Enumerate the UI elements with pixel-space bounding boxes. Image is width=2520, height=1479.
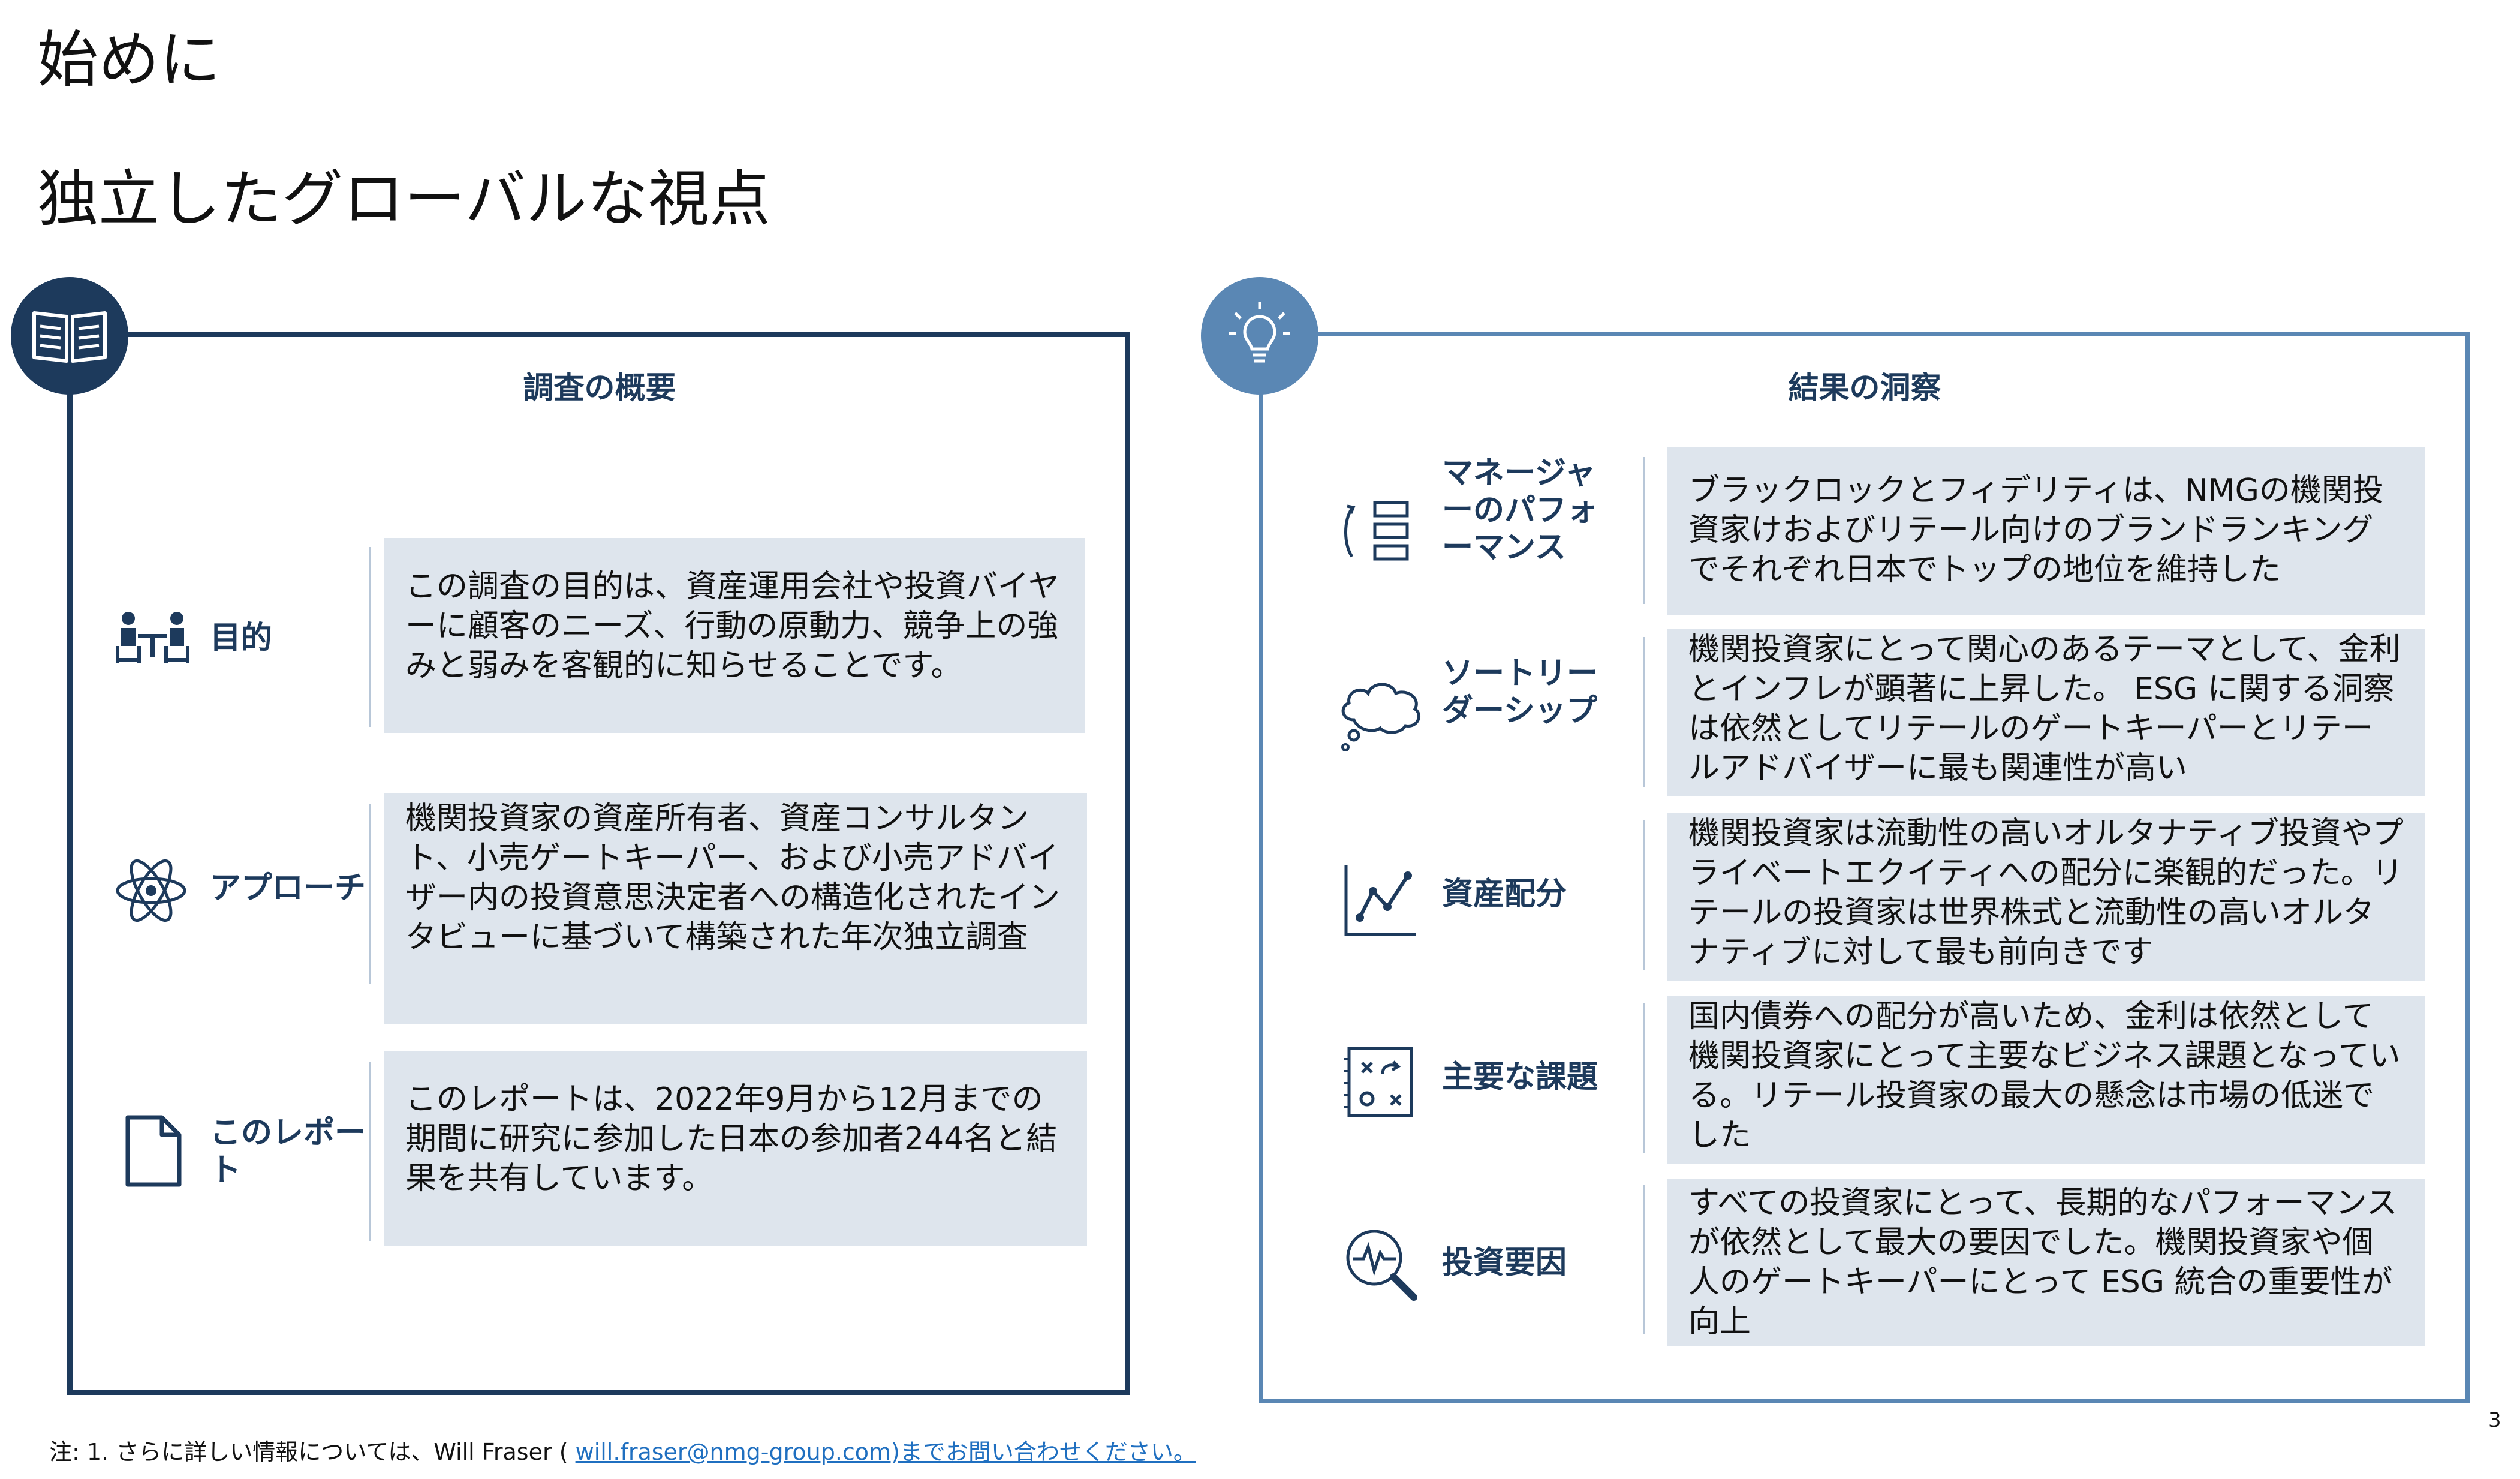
left-panel-heading: 調査の概要 xyxy=(523,371,676,406)
row-label-key-issues: 主要な課題 xyxy=(1442,1059,1598,1095)
manager-performance-textbox: ブラックロックとフィデリティは、NMGの機関投資家けおよびリテール向けのブランド… xyxy=(1667,447,2425,615)
footnote: 注: 1. さらに詳しい情報については、Will Fraser ( will.f… xyxy=(49,1433,1196,1466)
lightbulb-icon xyxy=(1201,277,1318,395)
this-report-textbox: このレポートは、2022年9月から12月までの期間に研究に参加した日本の参加者2… xyxy=(384,1051,1087,1246)
line-chart-icon xyxy=(1343,862,1418,940)
row-label-approach: アプローチ xyxy=(210,870,366,906)
divider xyxy=(369,547,371,727)
atom-icon xyxy=(115,852,187,932)
row-label-purpose: 目的 xyxy=(210,620,273,656)
key-issues-textbox: 国内債券への配分が高いため、金利は依然として機関投資家にとって主要なビジネス課題… xyxy=(1667,996,2425,1164)
purpose-textbox: この調査の目的は、資産運用会社や投資バイヤーに顧客のニーズ、行動の原動力、競争上… xyxy=(384,538,1085,733)
divider xyxy=(369,804,371,984)
divider xyxy=(1643,457,1645,604)
divider xyxy=(1643,820,1645,970)
divider xyxy=(1643,637,1645,787)
asset-allocation-textbox: 機関投資家は流動性の高いオルタナティブ投資やプライベートエクイティへの配分に楽観… xyxy=(1667,813,2425,981)
meeting-icon xyxy=(115,609,190,668)
document-icon xyxy=(125,1114,182,1190)
divider xyxy=(1643,1185,1645,1334)
page-subtitle: 独立したグローバルな視点 xyxy=(37,164,770,235)
right-panel-heading: 結果の洞察 xyxy=(1788,371,1941,406)
strategy-board-icon xyxy=(1343,1045,1415,1122)
contact-email-link[interactable]: will.fraser@nmg-group.com)までお問い合わせください。 xyxy=(575,1439,1196,1465)
thought-cloud-icon xyxy=(1336,672,1426,758)
footnote-text: 注: 1. さらに詳しい情報については、Will Fraser ( xyxy=(49,1439,576,1465)
investment-drivers-textbox: すべての投資家にとって、長期的なパフォーマンスが依然として最大の要因でした。機関… xyxy=(1667,1179,2425,1346)
approach-textbox: 機関投資家の資産所有者、資産コンサルタント、小売ゲートキーパー、および小売アドバ… xyxy=(384,793,1087,1024)
row-label-manager-performance: マネージャーのパフォーマンス xyxy=(1442,455,1598,566)
ranking-icon xyxy=(1340,497,1412,571)
page-title: 始めに xyxy=(37,25,221,96)
row-label-investment-drivers: 投資要因 xyxy=(1442,1245,1567,1281)
row-label-this-report: このレポート xyxy=(210,1115,366,1188)
row-label-asset-allocation: 資産配分 xyxy=(1442,876,1567,912)
magnifier-pulse-icon xyxy=(1343,1227,1418,1304)
divider xyxy=(1643,1003,1645,1153)
thought-leadership-textbox: 機関投資家にとって関心のあるテーマとして、金利とインフレが顕著に上昇した。 ES… xyxy=(1667,629,2425,796)
page-number: 3 xyxy=(2488,1408,2501,1432)
book-icon xyxy=(11,277,128,395)
divider xyxy=(369,1062,371,1241)
row-label-thought-leadership: ソートリーダーシップ xyxy=(1442,656,1598,729)
